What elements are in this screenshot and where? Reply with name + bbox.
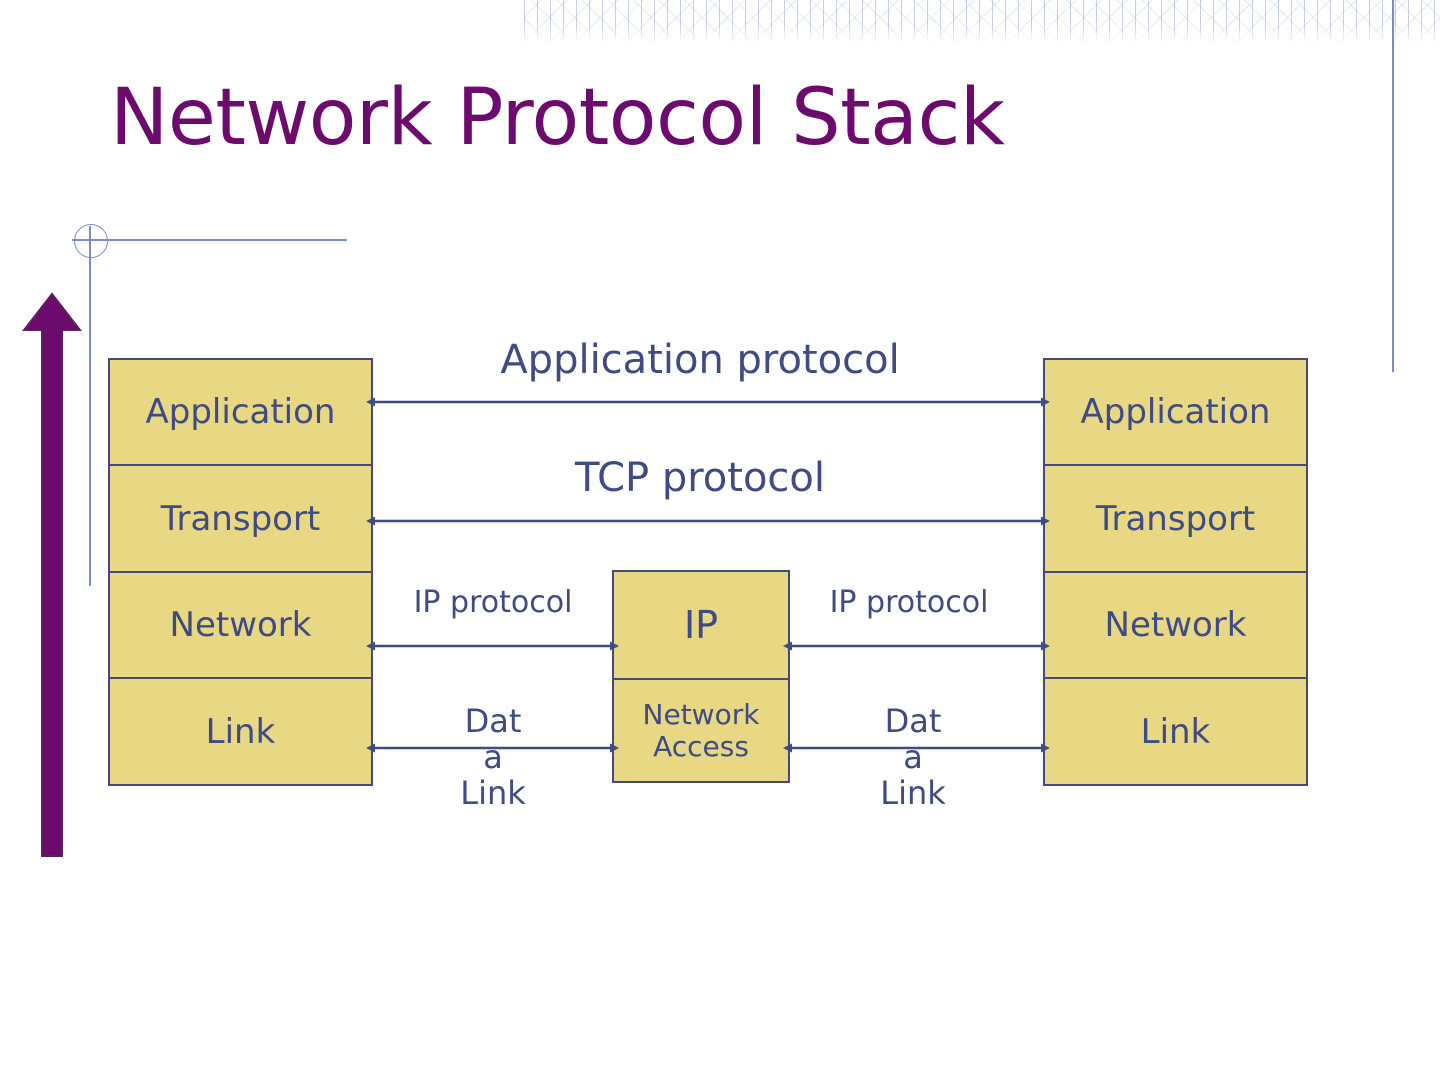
- page-title: Network Protocol Stack: [110, 73, 1005, 163]
- decorative-vertical-rule-right: [1392, 0, 1394, 372]
- decorative-circle-icon: [74, 224, 108, 258]
- right-protocol-stack: Application Transport Network Link: [1043, 358, 1308, 786]
- caption-data-link-right: Dat a Link: [880, 702, 946, 812]
- caption-ip-protocol-left: IP protocol: [413, 585, 573, 620]
- right-layer-transport-label: Transport: [1095, 498, 1256, 539]
- middle-layer-ip-label: IP: [683, 602, 719, 647]
- left-layer-application-label: Application: [145, 392, 336, 432]
- right-layer-application-label: Application: [1080, 392, 1271, 432]
- caption-data-link-left: Dat a Link: [460, 702, 526, 812]
- left-layer-transport-label: Transport: [160, 498, 321, 539]
- upward-arrow-icon: [22, 292, 82, 857]
- middle-layer-network-access[interactable]: Network Access: [612, 678, 790, 783]
- left-protocol-stack: Application Transport Network Link: [108, 358, 373, 786]
- right-layer-network[interactable]: Network: [1043, 571, 1308, 677]
- left-layer-application[interactable]: Application: [108, 358, 373, 464]
- left-layer-network[interactable]: Network: [108, 571, 373, 677]
- left-layer-network-label: Network: [169, 605, 312, 645]
- decorative-vertical-rule-left: [89, 226, 91, 586]
- middle-layer-network-access-label: Network Access: [642, 698, 760, 763]
- left-layer-link-label: Link: [205, 711, 276, 752]
- middle-layer-ip[interactable]: IP: [612, 570, 790, 678]
- left-layer-link[interactable]: Link: [108, 677, 373, 786]
- right-layer-link-label: Link: [1140, 711, 1211, 752]
- caption-application-protocol: Application protocol: [500, 337, 900, 383]
- middle-router-stack: IP Network Access: [612, 570, 790, 783]
- right-layer-link[interactable]: Link: [1043, 677, 1308, 786]
- caption-tcp-protocol: TCP protocol: [574, 455, 826, 501]
- decorative-hatch-fade: [524, 0, 1440, 44]
- left-layer-transport[interactable]: Transport: [108, 464, 373, 571]
- right-layer-transport[interactable]: Transport: [1043, 464, 1308, 571]
- caption-ip-protocol-right: IP protocol: [829, 585, 989, 620]
- right-layer-network-label: Network: [1104, 605, 1247, 645]
- right-layer-application[interactable]: Application: [1043, 358, 1308, 464]
- decorative-horizontal-rule: [72, 239, 347, 241]
